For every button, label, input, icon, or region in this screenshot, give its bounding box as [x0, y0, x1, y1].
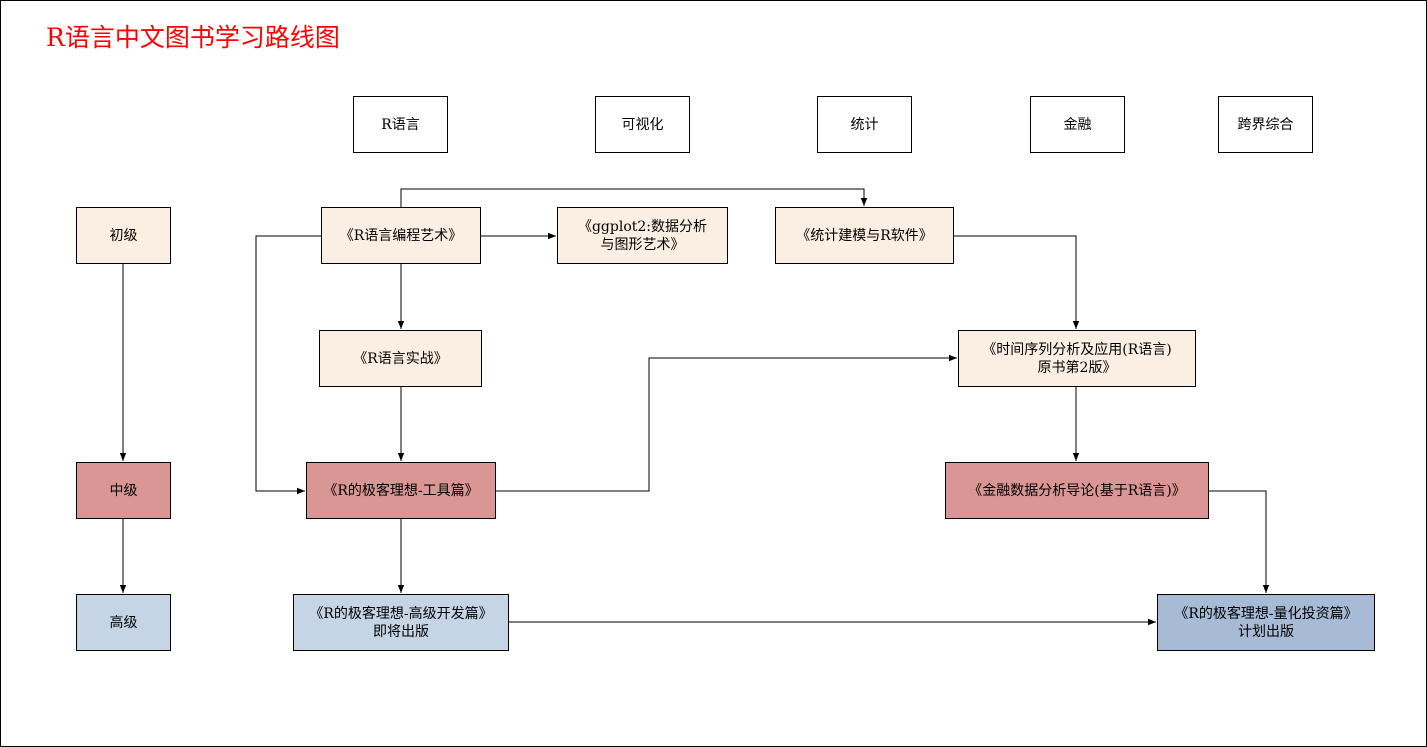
edge-finance-intro-to-geek-quant: [1209, 490, 1270, 593]
book-statistical-modeling: 《统计建模与R软件》: [775, 207, 954, 264]
edge-r-art-to-stat-model: [400, 188, 868, 207]
book-geek-ideal-tools: 《R的极客理想-工具篇》: [306, 462, 496, 519]
column-header-statistics: 统计: [817, 96, 912, 153]
level-beginner: 初级: [76, 207, 171, 264]
book-financial-data-analysis: 《金融数据分析导论(基于R语言)》: [945, 462, 1209, 519]
book-geek-ideal-quant-investing: 《R的极客理想-量化投资篇》 计划出版: [1157, 594, 1375, 651]
book-ggplot2: 《ggplot2:数据分析 与图形艺术》: [557, 207, 728, 264]
column-header-visualization: 可视化: [595, 96, 690, 153]
book-r-art-of-programming: 《R语言编程艺术》: [321, 207, 481, 264]
edge-geek-tools-to-time-series: [496, 354, 957, 492]
column-header-r-language: R语言: [353, 96, 448, 153]
column-header-finance: 金融: [1030, 96, 1125, 153]
book-geek-ideal-advanced-dev: 《R的极客理想-高级开发篇》 即将出版: [293, 594, 509, 651]
column-header-cross-domain: 跨界综合: [1218, 96, 1313, 153]
level-intermediate: 中级: [76, 462, 171, 519]
book-r-in-action: 《R语言实战》: [319, 330, 482, 387]
book-time-series-analysis: 《时间序列分析及应用(R语言) 原书第2版》: [958, 330, 1196, 387]
level-advanced: 高级: [76, 594, 171, 651]
edge-stat-model-to-time-series: [954, 235, 1080, 329]
edge-r-art-to-geek-tools: [255, 235, 321, 495]
diagram-title: R语言中文图书学习路线图: [46, 23, 340, 52]
